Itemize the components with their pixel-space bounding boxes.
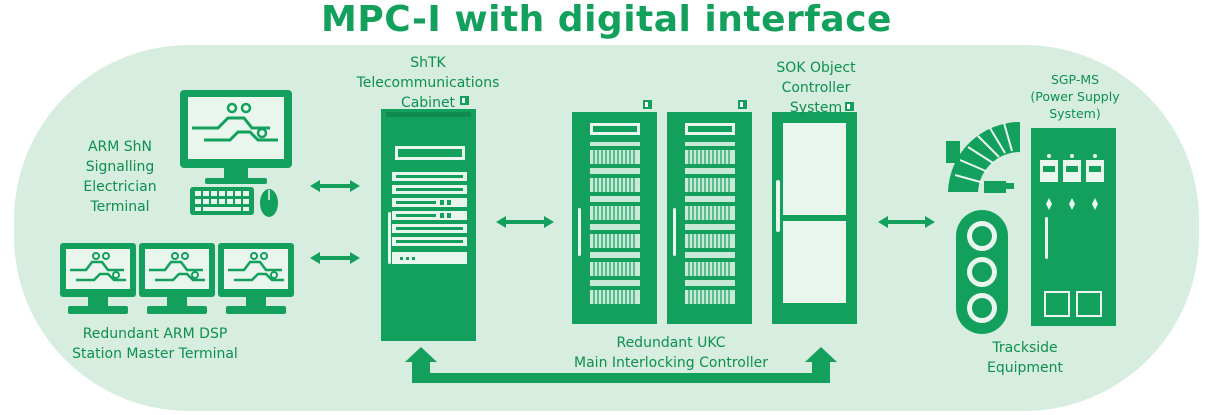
sok-cabinet-icon <box>772 102 857 324</box>
label-shtk: ShTK Telecommunications Cabinet <box>348 53 508 113</box>
label-ukc: Redundant UKC Main Interlocking Controll… <box>556 333 786 373</box>
label-line: SOK Object <box>776 60 856 76</box>
label-line: ARM ShN <box>87 139 153 155</box>
label-line: Electrician <box>83 179 157 195</box>
label-line: Terminal <box>90 199 150 215</box>
label-line: Redundant ARM DSP <box>82 326 228 342</box>
mouse-icon <box>260 189 278 217</box>
shtk-cabinet-icon <box>381 96 476 341</box>
keyboard-icon <box>190 187 254 215</box>
label-line: Cabinet <box>400 95 456 111</box>
label-line: SGP-MS <box>1050 72 1100 87</box>
label-line: ShTK <box>410 55 446 71</box>
label-arm-shn: ARM ShN Signalling Electrician Terminal <box>70 137 170 217</box>
feedback-arrow-icon <box>405 347 837 383</box>
label-sok: SOK Object Controller System <box>760 58 872 118</box>
double-arrow-icon <box>878 216 935 228</box>
arm-dsp-monitors-icon <box>60 243 294 314</box>
label-line: Redundant UKC <box>616 335 726 351</box>
label-line: Trackside <box>992 340 1058 356</box>
ukc-cabinet-icon <box>667 100 752 324</box>
label-sgp: SGP-MS (Power Supply System) <box>1020 71 1130 122</box>
arm-shn-monitor-icon <box>180 90 292 184</box>
ukc-cabinet-icon <box>572 100 657 324</box>
traffic-light-icon <box>956 210 1008 334</box>
double-arrow-icon <box>496 216 554 228</box>
label-line: Equipment <box>987 360 1063 376</box>
label-line: Station Master Terminal <box>72 346 238 362</box>
label-line: (Power Supply <box>1030 89 1120 104</box>
double-arrow-icon <box>310 180 360 264</box>
label-line: System) <box>1049 106 1101 121</box>
label-line: Controller <box>781 80 851 96</box>
barrier-gate-icon <box>946 122 1020 193</box>
label-line: Main Interlocking Controller <box>574 355 768 371</box>
label-arm-dsp: Redundant ARM DSP Station Master Termina… <box>40 324 270 364</box>
label-line: Telecommunications <box>356 75 500 91</box>
label-line: Signalling <box>85 159 155 175</box>
diagram-title: MPC-I with digital interface <box>321 0 892 40</box>
label-line: System <box>789 100 843 116</box>
power-supply-cabinet-icon <box>1031 128 1116 326</box>
label-trackside: Trackside Equipment <box>960 338 1090 378</box>
